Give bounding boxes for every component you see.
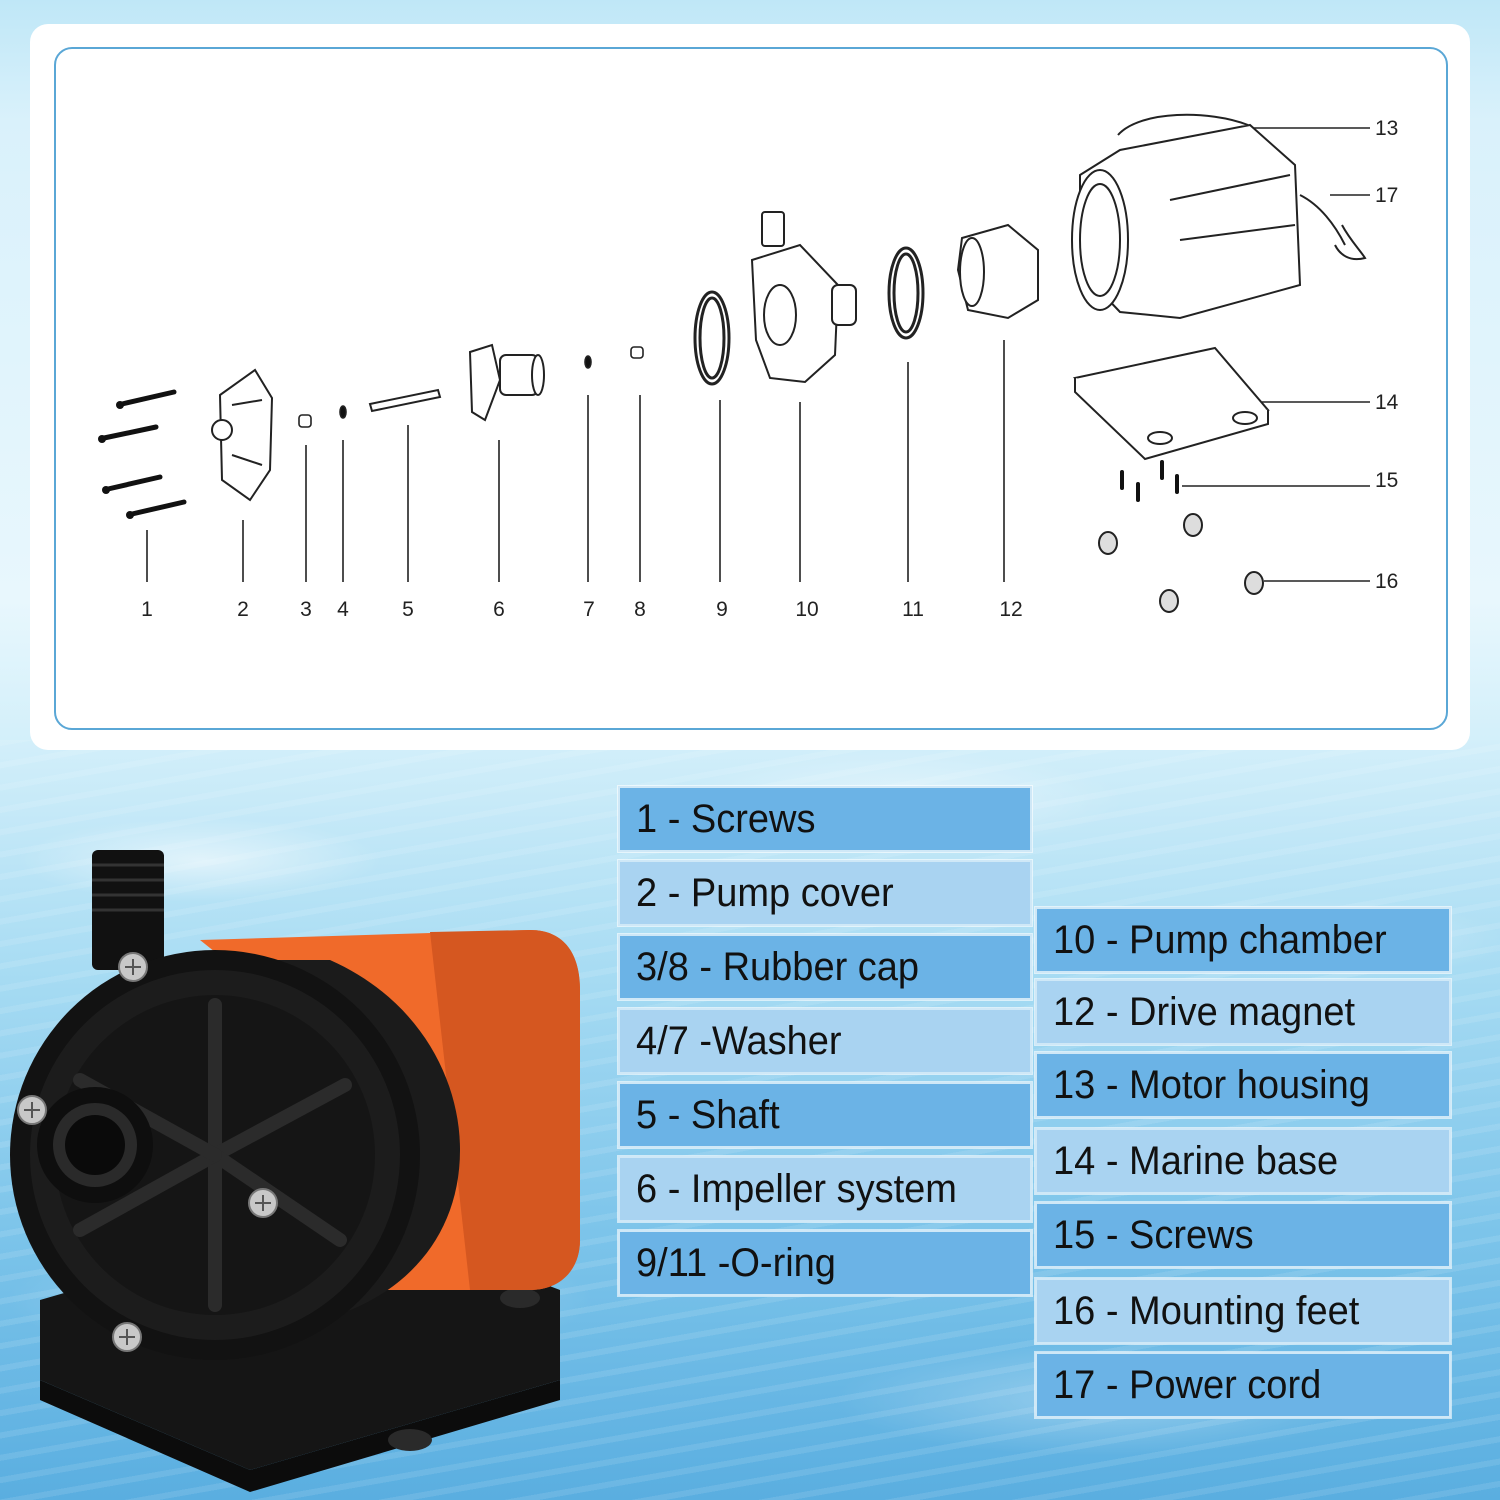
part-number-15: 15: [1375, 469, 1399, 492]
part-number-4: 4: [337, 598, 349, 621]
part-number-9: 9: [716, 598, 728, 621]
part-impeller: [468, 343, 545, 422]
part-number-13: 13: [1375, 117, 1399, 140]
part-number-14: 14: [1375, 391, 1399, 414]
part-shaft: [368, 388, 442, 413]
part-motor-housing: [1071, 113, 1302, 320]
exploded-view-diagram: [98, 113, 1370, 613]
legend-item-pump-cover: 2 - Pump cover: [618, 860, 1032, 926]
pump-product-image: [10, 850, 580, 1492]
part-number-17: 17: [1375, 184, 1399, 207]
part-pump-cover: [211, 368, 274, 502]
part-screws: [101, 389, 187, 517]
part-number-2: 2: [237, 598, 249, 621]
legend-item-mounting-feet: 16 - Mounting feet: [1035, 1278, 1451, 1344]
part-power-cord: [1299, 194, 1367, 261]
legend-item-screws: 1 - Screws: [618, 786, 1032, 852]
part-number-10: 10: [795, 598, 819, 621]
part-pump-chamber: [750, 211, 857, 384]
legend-item-screws-15: 15 - Screws: [1035, 1202, 1451, 1268]
part-number-11: 11: [902, 598, 924, 621]
legend-item-impeller-system: 6 - Impeller system: [618, 1156, 1032, 1222]
legend-item-shaft: 5 - Shaft: [618, 1082, 1032, 1148]
part-number-1: 1: [141, 598, 153, 621]
legend-item-marine-base: 14 - Marine base: [1035, 1128, 1451, 1194]
part-number-3: 3: [300, 598, 312, 621]
legend-item-rubber-cap: 3/8 - Rubber cap: [618, 934, 1032, 1000]
part-marine-base: [1072, 346, 1270, 461]
part-number-5: 5: [402, 598, 414, 621]
legend-item-drive-magnet: 12 - Drive magnet: [1035, 979, 1451, 1045]
legend-item-washer: 4/7 -Washer: [618, 1008, 1032, 1074]
legend-item-o-ring: 9/11 -O-ring: [618, 1230, 1032, 1296]
part-number-7: 7: [583, 598, 595, 621]
legend-item-pump-chamber: 10 - Pump chamber: [1035, 907, 1451, 973]
part-number-6: 6: [493, 598, 505, 621]
part-number-12: 12: [999, 598, 1023, 621]
part-number-16: 16: [1375, 570, 1399, 593]
part-mounting-feet: [1098, 513, 1264, 613]
legend-item-motor-housing: 13 - Motor housing: [1035, 1052, 1451, 1118]
legend-item-power-cord: 17 - Power cord: [1035, 1352, 1451, 1418]
part-drive-magnet: [956, 223, 1039, 320]
part-number-8: 8: [634, 598, 646, 621]
